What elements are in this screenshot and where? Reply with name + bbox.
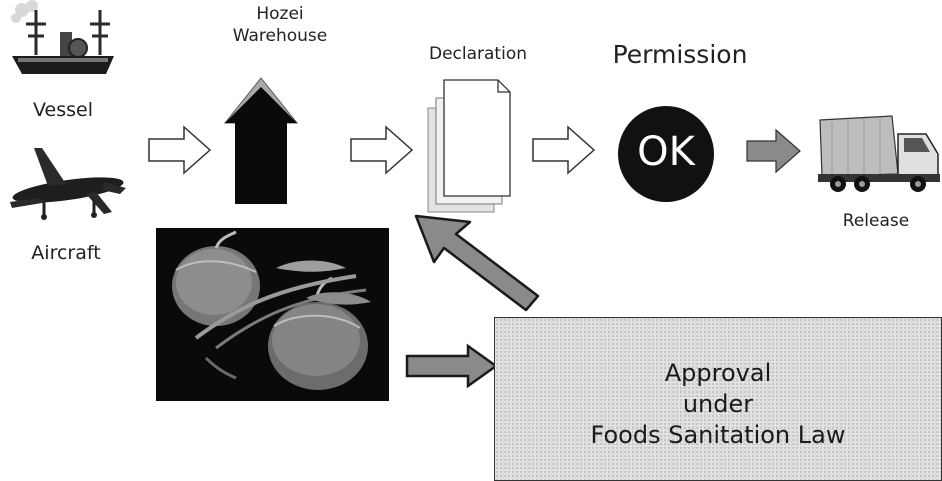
aircraft-label: Aircraft — [31, 242, 101, 264]
declaration-label: Declaration — [428, 44, 527, 64]
arrow-warehouse-to-declaration — [350, 125, 414, 175]
warehouse-label-line1: Hozei — [256, 4, 304, 24]
approval-box: Approval under Foods Sanitation Law — [494, 317, 942, 481]
approval-text: Approval under Foods Sanitation Law — [495, 358, 941, 451]
ok-circle-icon — [618, 106, 714, 202]
truck-icon — [818, 115, 940, 192]
release-label: Release — [842, 211, 910, 231]
warehouse-label-line2: Warehouse — [232, 26, 328, 46]
ship-icon — [11, 0, 114, 74]
vessel-label: Vessel — [33, 99, 93, 121]
warehouse-icon — [223, 77, 299, 204]
approval-line1: Approval — [664, 359, 772, 387]
ok-text: OK — [637, 129, 695, 175]
permission-label: Permission — [612, 40, 748, 69]
airplane-icon — [10, 148, 126, 220]
arrow-vessel-to-warehouse — [148, 125, 212, 175]
document-stack-icon — [427, 79, 511, 213]
apples-icon — [156, 228, 389, 401]
approval-line3: Foods Sanitation Law — [590, 421, 846, 449]
approval-line2: under — [682, 390, 754, 418]
arrow-declaration-to-permission — [532, 125, 596, 175]
arrow-approval-to-declaration — [414, 214, 540, 312]
arrow-permission-to-release — [746, 128, 801, 174]
arrow-food-to-approval — [405, 343, 499, 389]
